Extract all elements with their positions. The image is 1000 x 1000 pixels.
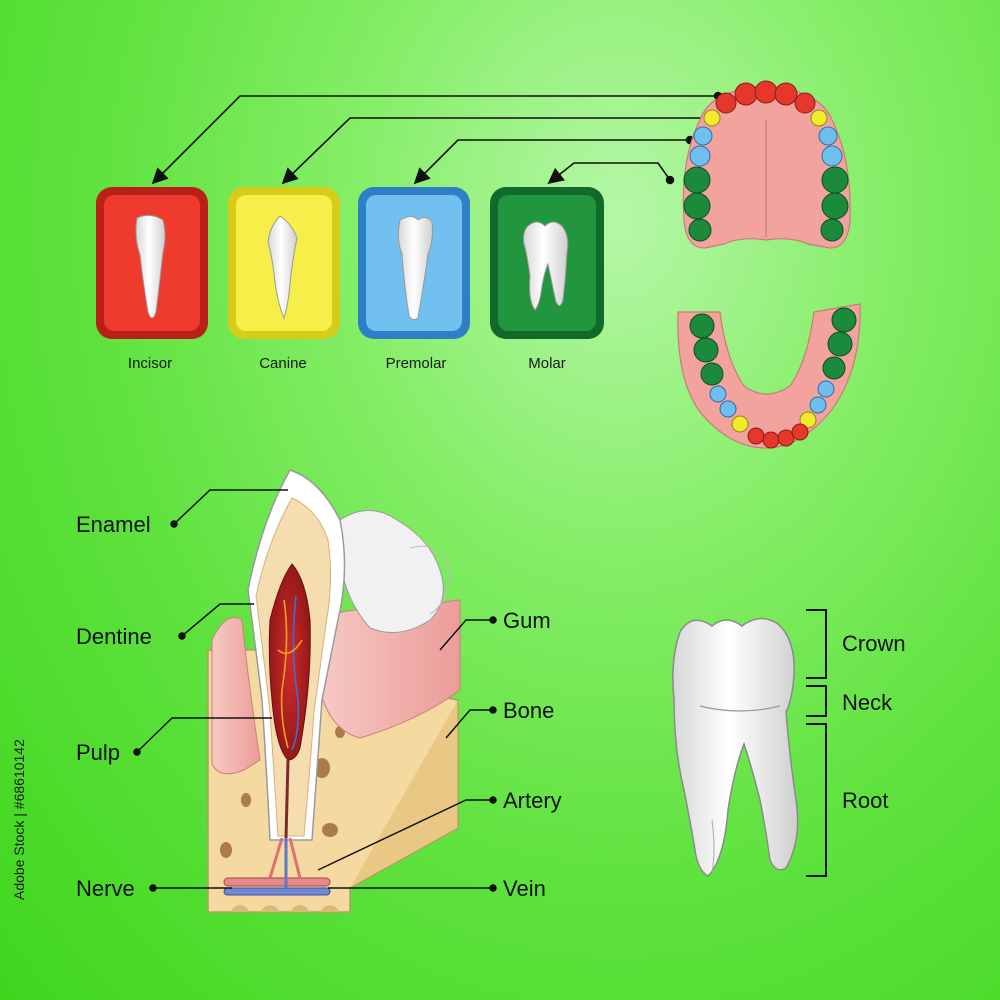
upper-molars — [683, 166, 849, 242]
lower-premolars — [709, 380, 835, 418]
upper-canines — [703, 109, 828, 127]
nerve-label: Nerve — [76, 876, 135, 901]
molar-brackets — [806, 609, 827, 877]
incisor-tooth-icon — [135, 214, 166, 319]
molar-tooth-icon — [523, 221, 569, 311]
dentine-label: Dentine — [76, 624, 152, 649]
gum-label: Gum — [503, 608, 551, 633]
molar-label: Molar — [528, 355, 566, 372]
artery-label: Artery — [503, 788, 562, 813]
bone-base-notches — [230, 905, 340, 912]
root-label: Root — [842, 788, 888, 813]
upper-jaw — [682, 80, 851, 249]
molar-card: Molar — [490, 187, 604, 372]
lower-canines — [731, 411, 817, 433]
incisor-card: Incisor — [96, 187, 208, 372]
pulp-chamber — [268, 563, 311, 761]
enamel-label: Enamel — [76, 512, 151, 537]
pulp-vessels — [277, 595, 303, 751]
lower-incisors — [747, 423, 809, 449]
canine-tooth-icon — [267, 215, 298, 320]
vein-label: Vein — [503, 876, 546, 901]
tooth-cross-section — [207, 469, 461, 913]
neck-label: Neck — [842, 690, 893, 715]
pulp-label: Pulp — [76, 740, 120, 765]
tooth-type-cards: Incisor Canine Premolar Molar — [96, 187, 604, 372]
premolar-tooth-icon — [397, 216, 433, 321]
canine-label: Canine — [259, 355, 307, 372]
molar-anatomy: Crown Neck Root — [672, 609, 906, 877]
jaw-to-card-arrows — [151, 91, 723, 185]
premolar-card: Premolar — [358, 187, 470, 372]
upper-premolars — [689, 126, 843, 167]
upper-incisors — [715, 80, 816, 114]
premolar-label: Premolar — [386, 355, 447, 372]
lower-jaw — [677, 303, 861, 449]
base-vessels — [223, 837, 331, 896]
canine-card: Canine — [228, 187, 340, 372]
cross-section-leaders — [133, 489, 497, 892]
incisor-label: Incisor — [128, 355, 172, 372]
lower-molars — [689, 307, 857, 386]
molar-illustration — [672, 617, 799, 877]
stock-watermark: Adobe Stock | #68610142 — [11, 739, 27, 900]
bone-label: Bone — [503, 698, 554, 723]
crown-label: Crown — [842, 631, 906, 656]
gum-tissue — [211, 617, 261, 775]
